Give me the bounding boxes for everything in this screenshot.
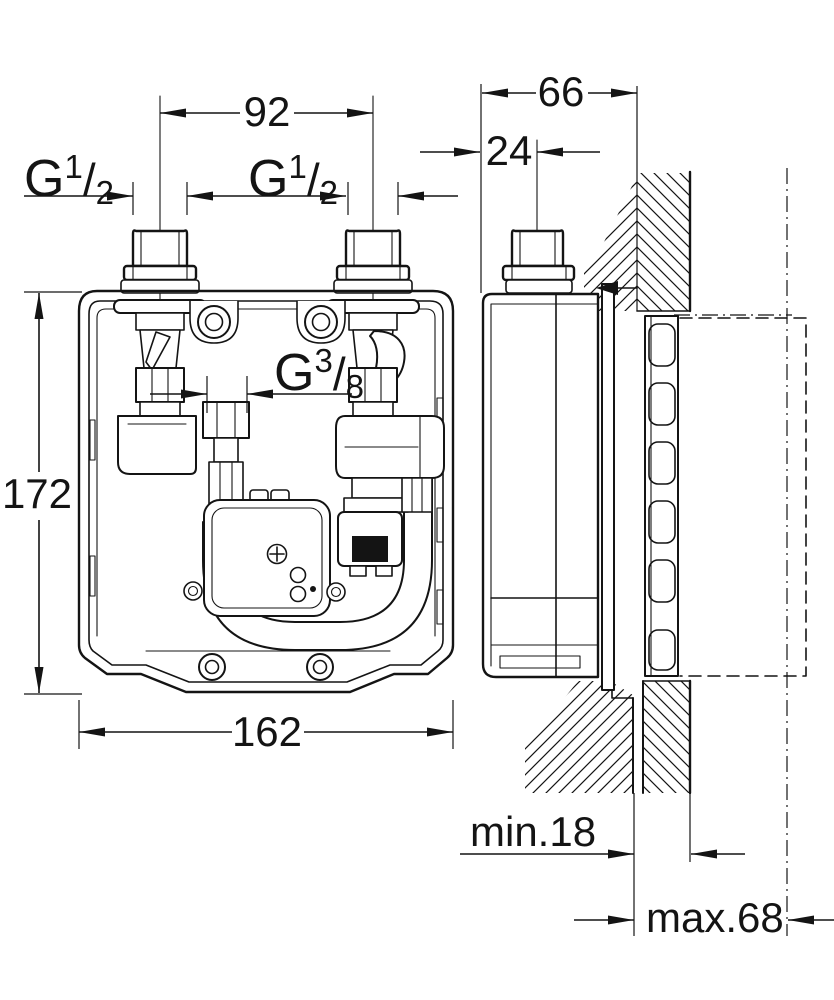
thread-label-left: G1/2 <box>24 148 114 211</box>
dimension-66: 66 <box>480 68 637 293</box>
clamp-arrow <box>596 281 618 295</box>
dim-92-label: 92 <box>244 88 291 135</box>
mounting-ear-left <box>189 300 239 344</box>
reference-line-dashdot <box>674 168 792 936</box>
box-outline <box>77 289 455 694</box>
side-view <box>481 86 807 936</box>
dimension-92: 92 <box>160 88 373 135</box>
dim-66-label: 66 <box>538 68 585 115</box>
side-inlet-stub <box>501 229 576 294</box>
dimension-162: 162 <box>78 700 454 755</box>
dimension-g12-left: G1/2 <box>24 148 188 215</box>
inlet-stub-right <box>333 229 413 294</box>
bottom-screw-bosses <box>198 653 334 681</box>
dim-min18-label: min.18 <box>470 808 596 855</box>
valve-right <box>348 312 406 417</box>
valve-left <box>117 312 197 475</box>
front-plate <box>596 281 638 691</box>
pin-dot <box>310 586 316 592</box>
cable-hole <box>289 585 307 603</box>
inlet-stub-left <box>120 229 200 294</box>
mounting-rail <box>644 315 679 677</box>
side-box-body <box>481 292 634 699</box>
dimension-g12-right: G1/2 <box>187 148 458 215</box>
phillips-screw-icon <box>266 543 288 565</box>
dim-24-label: 24 <box>486 127 533 174</box>
dimension-172: 172 <box>2 291 82 695</box>
dimension-max68: max.68 <box>574 894 834 941</box>
control-box <box>203 489 331 617</box>
dimension-24: 24 <box>420 127 600 174</box>
mounting-ear-right <box>296 300 346 344</box>
solenoid-valve <box>337 511 403 577</box>
floor-bosses <box>183 581 346 602</box>
product-outline-dashed <box>679 317 807 677</box>
dimension-g38: G3/8 <box>150 342 364 413</box>
cable-hole <box>289 566 307 584</box>
dim-172-label: 172 <box>2 470 72 517</box>
wall-section-bottom <box>525 679 692 795</box>
dim-162-label: 162 <box>232 708 302 755</box>
wall-section-top <box>584 86 692 313</box>
thread-label-right: G1/2 <box>248 148 338 211</box>
dimension-min18: min.18 <box>460 793 745 936</box>
front-view <box>77 95 455 694</box>
mixer-block <box>335 415 445 513</box>
thread-label-hose: G3/8 <box>274 342 364 405</box>
dim-max68-label: max.68 <box>646 894 784 941</box>
